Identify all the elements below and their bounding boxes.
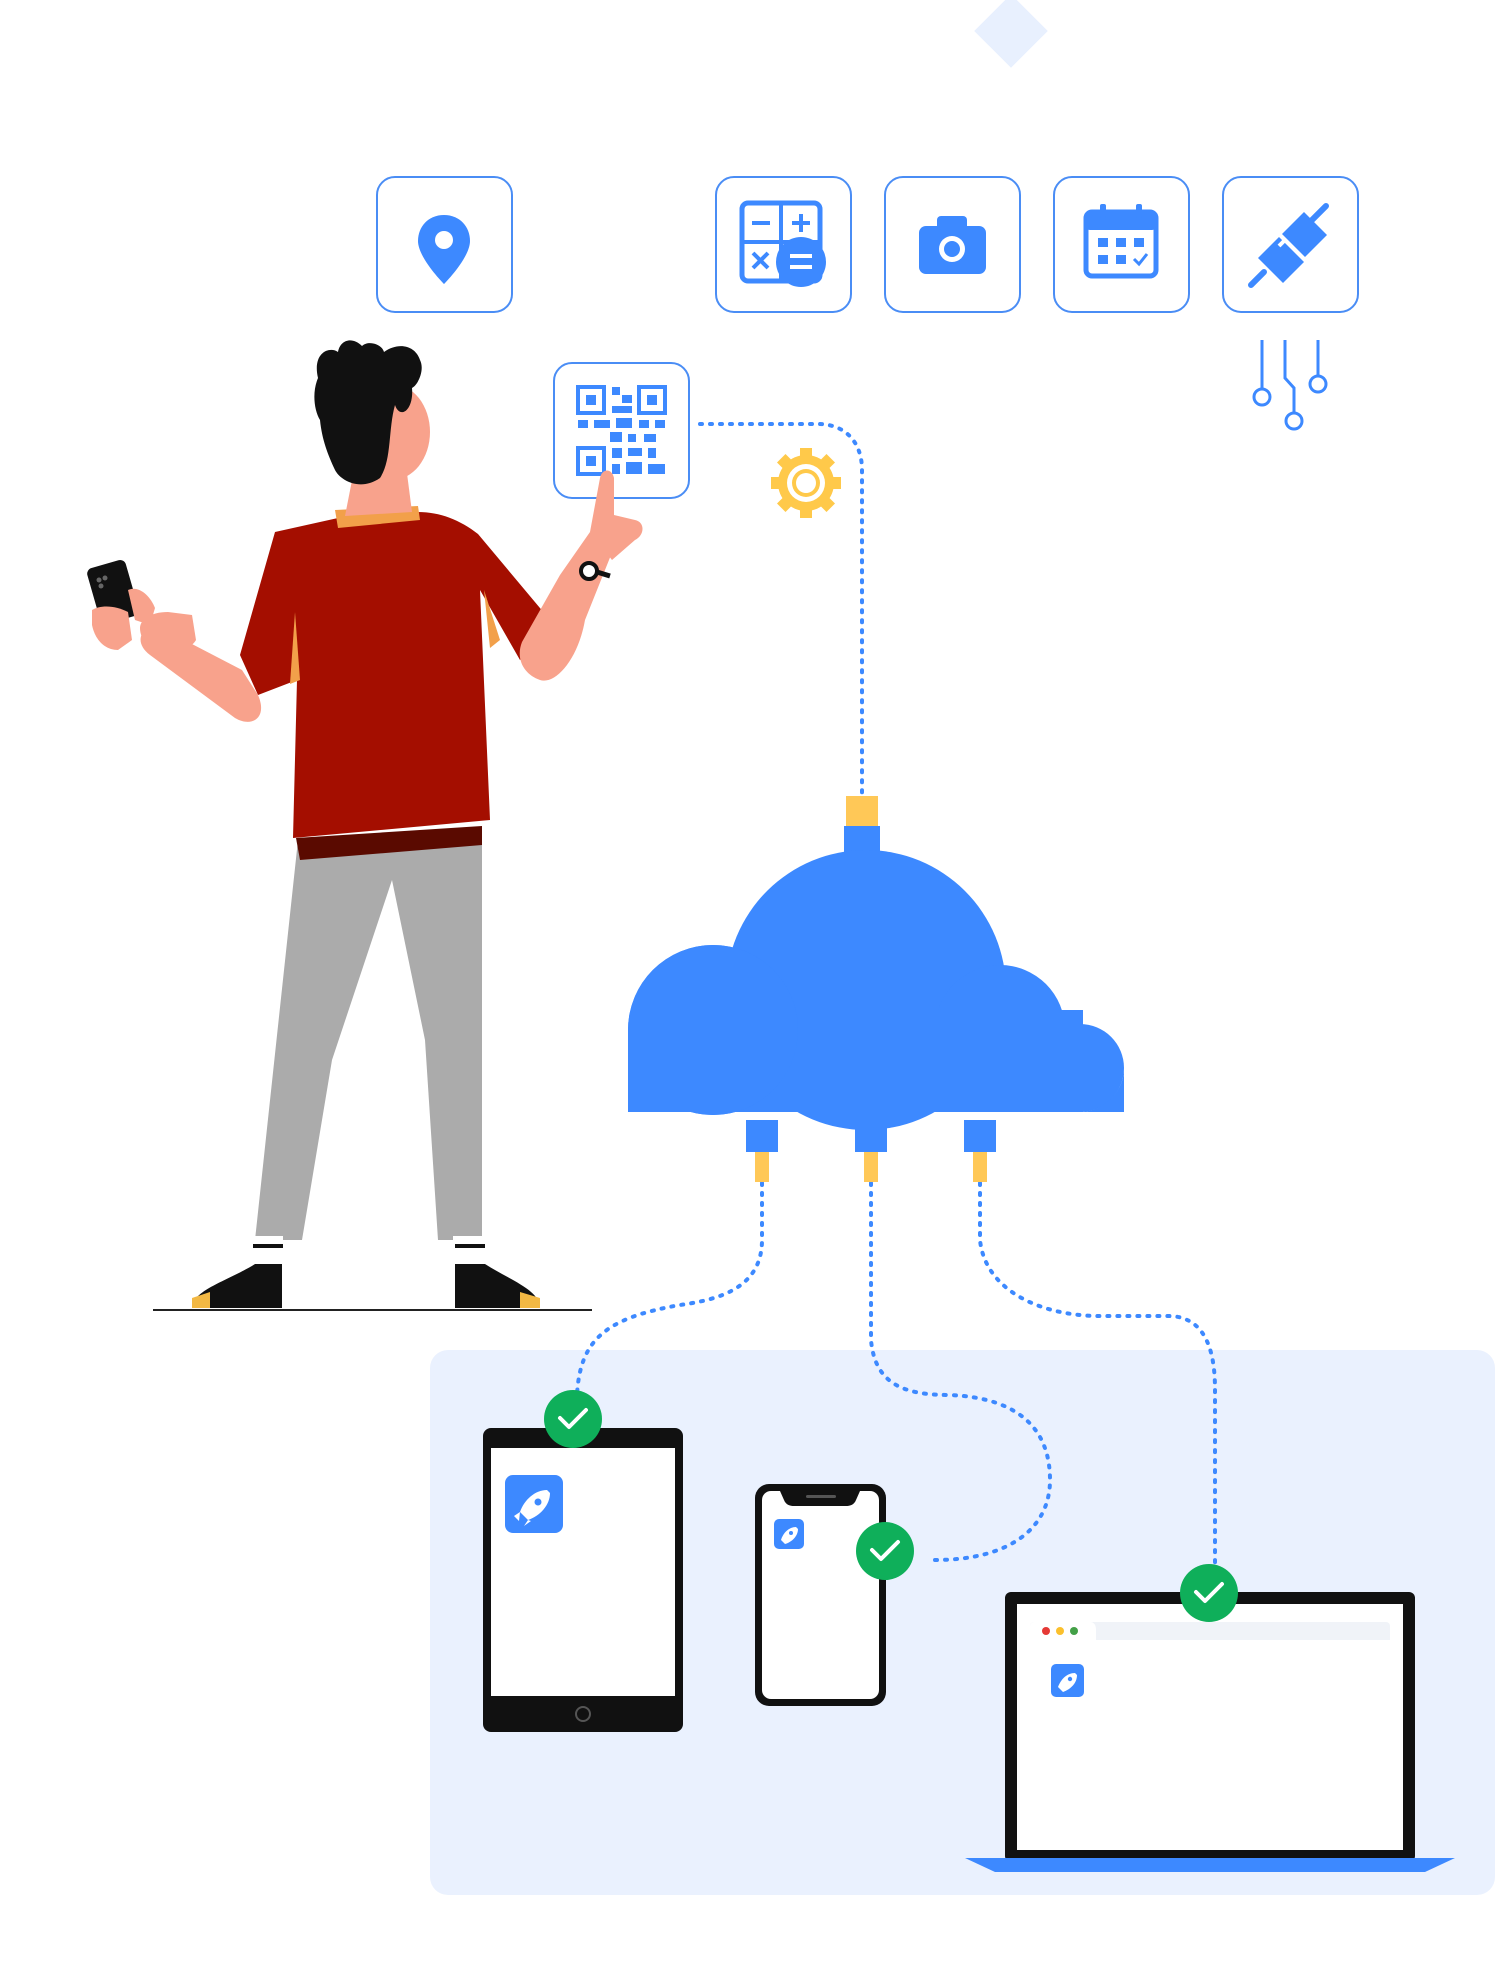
cloud [628, 796, 1124, 1182]
plug-tile [1222, 176, 1359, 313]
feature-icon-row [376, 176, 1359, 431]
calculator-icon [739, 200, 826, 287]
plug-icon [1248, 203, 1329, 288]
person [87, 340, 643, 1311]
circuit-lines [1252, 340, 1328, 431]
phone-check-icon [856, 1522, 914, 1580]
camera-tile [884, 176, 1021, 313]
rocket-icon [1051, 1664, 1084, 1697]
tablet-check-icon [544, 1390, 602, 1448]
laptop-check-icon [1180, 1564, 1238, 1622]
laptop [965, 1564, 1455, 1872]
gear-icon [771, 448, 841, 518]
qr-code-icon [576, 385, 667, 476]
calendar-icon [1083, 204, 1159, 279]
location-pin-icon [418, 215, 470, 284]
tablet [483, 1390, 683, 1732]
calendar-tile [1053, 176, 1190, 313]
rocket-icon [774, 1519, 804, 1549]
dotted-connections [575, 422, 1217, 1602]
qr-tile [553, 362, 690, 499]
phone [755, 1484, 914, 1706]
location-tile [376, 176, 513, 313]
camera-icon [919, 216, 986, 274]
rocket-icon [505, 1475, 563, 1533]
decorative-diamond [974, 0, 1048, 68]
calculator-tile [715, 176, 852, 313]
